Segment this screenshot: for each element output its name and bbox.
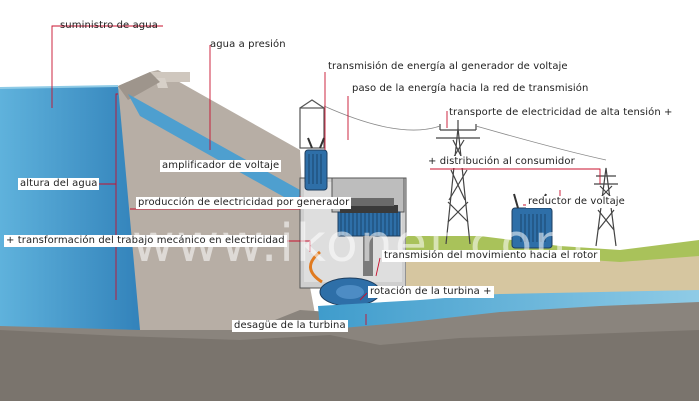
distribution-pylon <box>594 167 618 247</box>
river <box>318 288 699 330</box>
label-turbine-rotation: rotación de la turbina + <box>368 286 494 298</box>
label-water-height: altura del agua <box>18 178 100 190</box>
label-electricity-production: producción de electricidad por generador <box>136 197 352 209</box>
label-water-supply: suministro de agua <box>60 20 158 31</box>
label-turbine-drain: desagüe de la turbina <box>232 320 348 332</box>
label-voltage-reducer: reductor de voltaje <box>526 196 627 208</box>
transmission-pylon <box>436 120 480 245</box>
label-energy-to-generator: transmisión de energía al generador de v… <box>328 61 568 72</box>
generator <box>337 211 401 237</box>
label-consumer-distribution: + distribución al consumidor <box>426 156 577 168</box>
label-voltage-amplifier: amplificador de voltaje <box>160 160 282 172</box>
penstock-pipe <box>128 94 300 206</box>
label-mechanical-to-electric: + transformación del trabajo mecánico en… <box>4 235 287 247</box>
label-movement-to-rotor: transmisión del movimiento hacia el roto… <box>382 250 600 262</box>
label-high-voltage-transport: transporte de electricidad de alta tensi… <box>449 107 673 118</box>
label-energy-to-network: paso de la energía hacia la red de trans… <box>352 83 589 94</box>
label-water-pressure: agua a presión <box>210 39 286 50</box>
reservoir-water <box>0 86 150 330</box>
